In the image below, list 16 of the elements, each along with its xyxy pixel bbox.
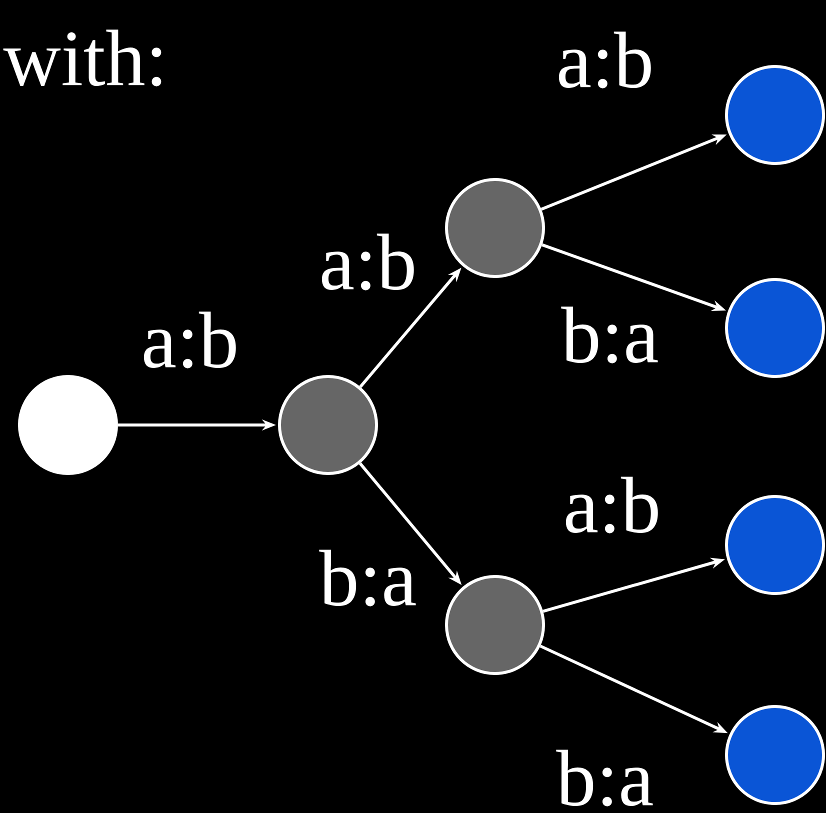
circle-node: [725, 278, 826, 378]
edge-label: b:a: [319, 550, 416, 606]
edge-label: b:a: [556, 750, 653, 806]
circle-node: [445, 575, 545, 675]
edge-label: a:b: [144, 312, 236, 368]
heading-text: with:: [3, 30, 162, 86]
circle-node: [725, 705, 826, 805]
edge-label: a:b: [566, 476, 658, 534]
edge-label: b:a: [561, 306, 658, 364]
circle-node: [278, 375, 378, 475]
circle-node: [445, 178, 545, 278]
circle-node: [725, 65, 826, 165]
circle-node: [18, 375, 118, 475]
edge-label: a:b: [322, 234, 414, 290]
edge-label: a:b: [558, 32, 651, 88]
circle-node: [725, 495, 826, 595]
